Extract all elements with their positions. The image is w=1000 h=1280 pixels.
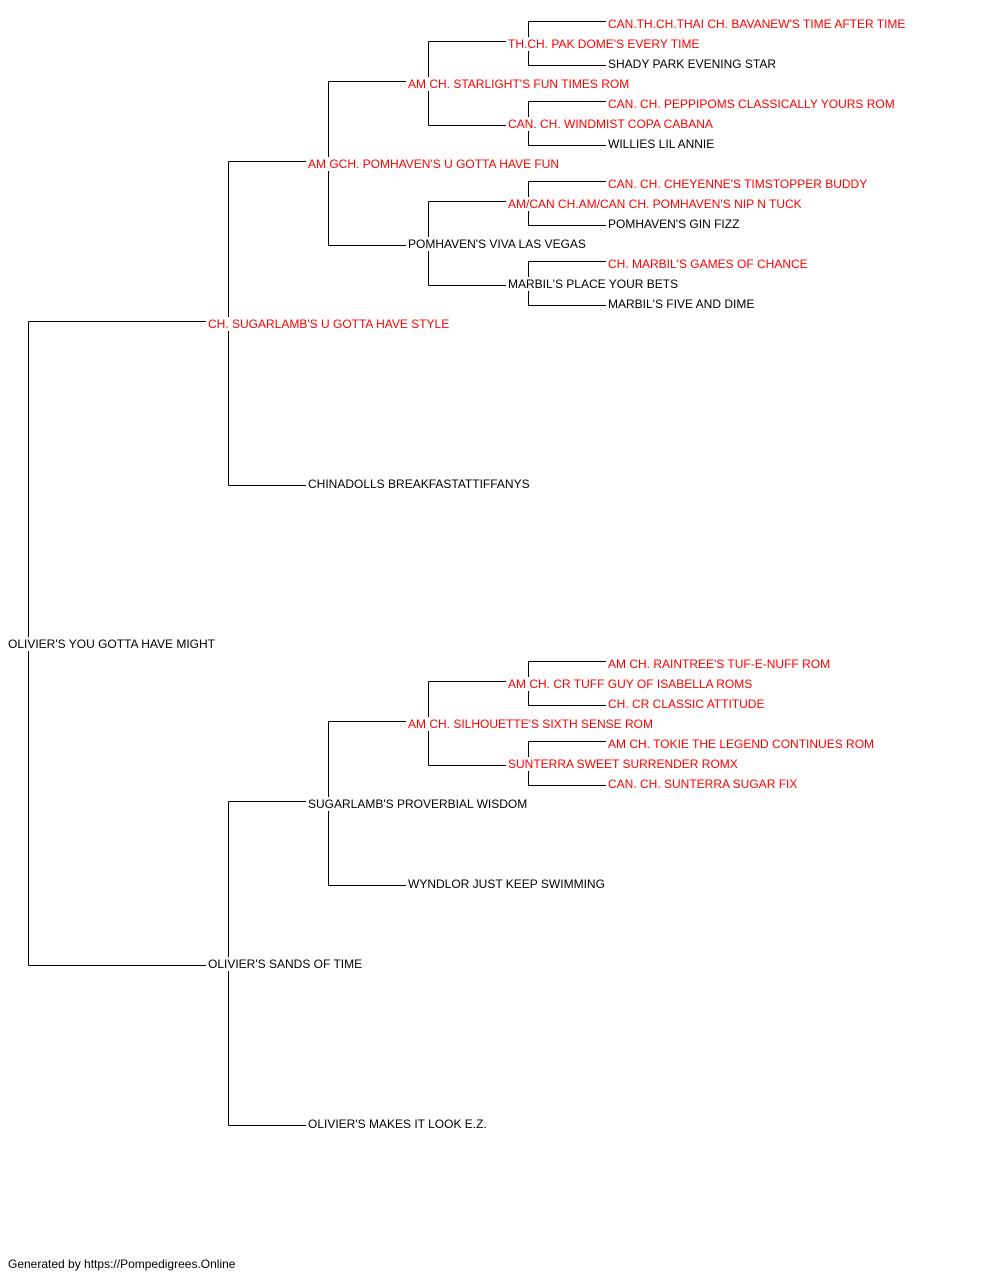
dog-ssds-dam[interactable]: POMHAVEN'S GIN FIZZ <box>606 217 742 231</box>
dog-ssdd-sire[interactable]: CH. MARBIL'S GAMES OF CHANCE <box>606 257 810 271</box>
dog-ssss-sire[interactable]: CAN.TH.CH.THAI CH. BAVANEW'S TIME AFTER … <box>606 17 908 31</box>
dog-ssss-dam[interactable]: SHADY PARK EVENING STAR <box>606 57 779 71</box>
dog-dam-sire[interactable]: SUGARLAMB'S PROVERBIAL WISDOM <box>306 797 530 811</box>
dog-sss-sire[interactable]: TH.CH. PAK DOME'S EVERY TIME <box>506 37 702 51</box>
dog-ssds-sire[interactable]: CAN. CH. CHEYENNE'S TIMSTOPPER BUDDY <box>606 177 870 191</box>
dog-sire[interactable]: CH. SUGARLAMB'S U GOTTA HAVE STYLE <box>206 317 452 331</box>
dog-sire-dam[interactable]: CHINADOLLS BREAKFASTATTIFFANYS <box>306 477 532 491</box>
dog-sss-dam[interactable]: CAN. CH. WINDMIST COPA CABANA <box>506 117 715 131</box>
dog-dssd-dam[interactable]: CAN. CH. SUNTERRA SUGAR FIX <box>606 777 800 791</box>
dog-ss-dam[interactable]: POMHAVEN'S VIVA LAS VEGAS <box>406 237 588 251</box>
dog-dssd-sire[interactable]: AM CH. TOKIE THE LEGEND CONTINUES ROM <box>606 737 877 751</box>
dog-ssd-sire[interactable]: AM/CAN CH.AM/CAN CH. POMHAVEN'S NIP N TU… <box>506 197 804 211</box>
dog-sssd-sire[interactable]: CAN. CH. PEPPIPOMS CLASSICALLY YOURS ROM <box>606 97 897 111</box>
dog-sire-sire[interactable]: AM GCH. POMHAVEN'S U GOTTA HAVE FUN <box>306 157 561 171</box>
dog-ssdd-dam[interactable]: MARBIL'S FIVE AND DIME <box>606 297 757 311</box>
dog-ss-sire[interactable]: AM CH. STARLIGHT'S FUN TIMES ROM <box>406 77 632 91</box>
footer-credit: Generated by https://Pompedigrees.Online <box>8 1257 236 1271</box>
dog-ssd-dam[interactable]: MARBIL'S PLACE YOUR BETS <box>506 277 681 291</box>
dog-dss-dam[interactable]: SUNTERRA SWEET SURRENDER ROMX <box>506 757 740 771</box>
dog-ds-dam[interactable]: WYNDLOR JUST KEEP SWIMMING <box>406 877 607 891</box>
dog-dam-dam[interactable]: OLIVIER'S MAKES IT LOOK E.Z. <box>306 1117 489 1131</box>
dog-root[interactable]: OLIVIER'S YOU GOTTA HAVE MIGHT <box>6 637 217 651</box>
dog-dss-sire[interactable]: AM CH. CR TUFF GUY OF ISABELLA ROMS <box>506 677 755 691</box>
dog-dsss-dam[interactable]: CH. CR CLASSIC ATTITUDE <box>606 697 767 711</box>
dog-dsss-sire[interactable]: AM CH. RAINTREE'S TUF-E-NUFF ROM <box>606 657 833 671</box>
dog-sssd-dam[interactable]: WILLIES LIL ANNIE <box>606 137 717 151</box>
dog-dam[interactable]: OLIVIER'S SANDS OF TIME <box>206 957 365 971</box>
dog-ds-sire[interactable]: AM CH. SILHOUETTE'S SIXTH SENSE ROM <box>406 717 655 731</box>
